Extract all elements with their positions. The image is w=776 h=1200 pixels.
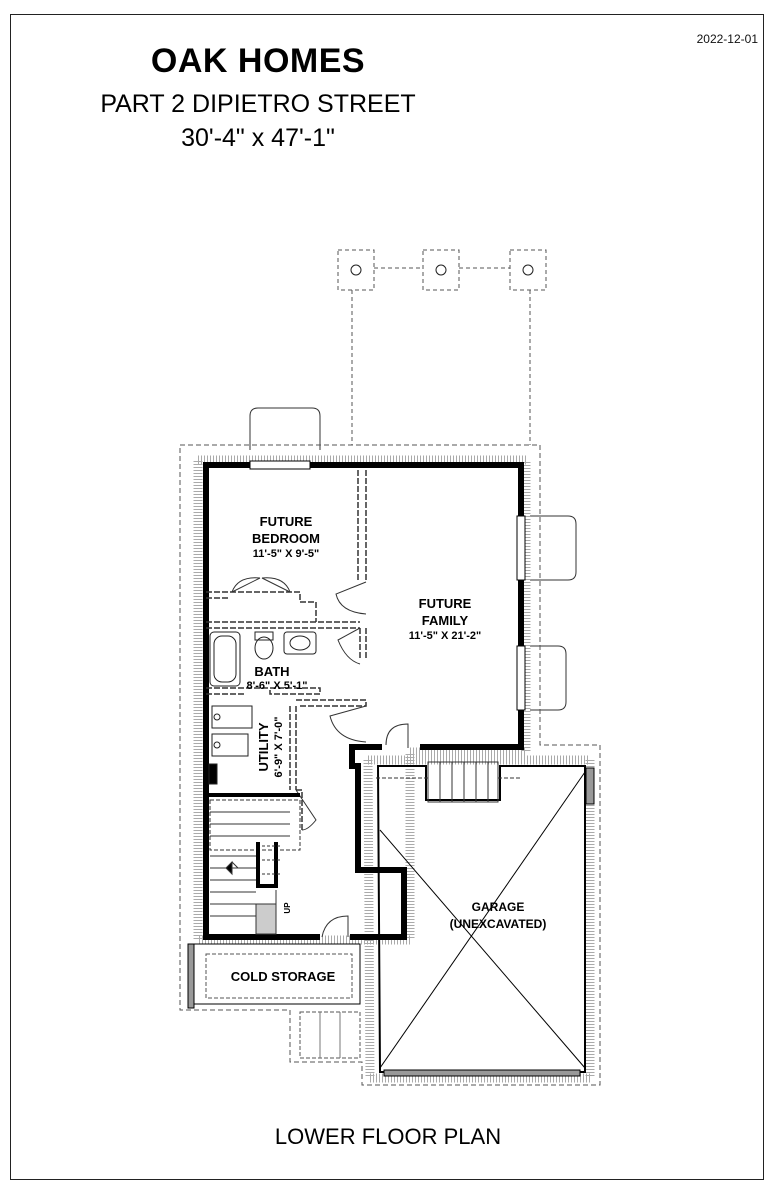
drawing-date: 2022-12-01 <box>696 32 758 46</box>
family-size: 11'-5" X 21'-2" <box>409 630 482 642</box>
family-label-line1: FUTURE <box>419 596 472 611</box>
garage-stair <box>376 761 520 803</box>
cold-storage-room <box>187 943 361 1059</box>
basement-stair <box>206 793 301 935</box>
windows <box>249 460 526 711</box>
door-swings <box>231 577 409 938</box>
family-label-line2: FAMILY <box>422 613 469 628</box>
utility-label: UTILITY <box>256 722 271 771</box>
exterior-walls <box>203 462 524 940</box>
lot-dimensions: 30'-4" x 47'-1" <box>181 124 335 152</box>
porch-posts <box>337 249 547 445</box>
lot-address: PART 2 DIPIETRO STREET <box>100 90 416 118</box>
stair-up-label: UP <box>283 902 292 914</box>
utility-fixtures <box>208 705 253 785</box>
builder-name: OAK HOMES <box>150 42 366 80</box>
plan-title: LOWER FLOOR PLAN <box>274 1124 502 1149</box>
bedroom-size: 11'-5" X 9'-5" <box>253 548 319 560</box>
foundation-band <box>193 455 595 1083</box>
utility-size: 6'-9" X 7'-0" <box>273 717 285 778</box>
bath-fixtures <box>209 631 317 687</box>
drawing-frame <box>10 14 764 1180</box>
window-wells <box>249 407 577 711</box>
garage-slab <box>376 765 595 1077</box>
bedroom-label-line2: BEDROOM <box>252 531 320 546</box>
garage-label-line2: (UNEXCAVATED) <box>450 917 547 931</box>
bedroom-label-line1: FUTURE <box>260 514 313 529</box>
garage-label-line1: GARAGE <box>472 900 525 914</box>
footing-outline <box>179 444 601 1086</box>
bath-size: 8'-6" X 5'-1" <box>247 680 308 692</box>
interior-partitions <box>206 470 367 830</box>
bath-label: BATH <box>254 664 289 679</box>
cold-storage-label: COLD STORAGE <box>231 969 336 984</box>
